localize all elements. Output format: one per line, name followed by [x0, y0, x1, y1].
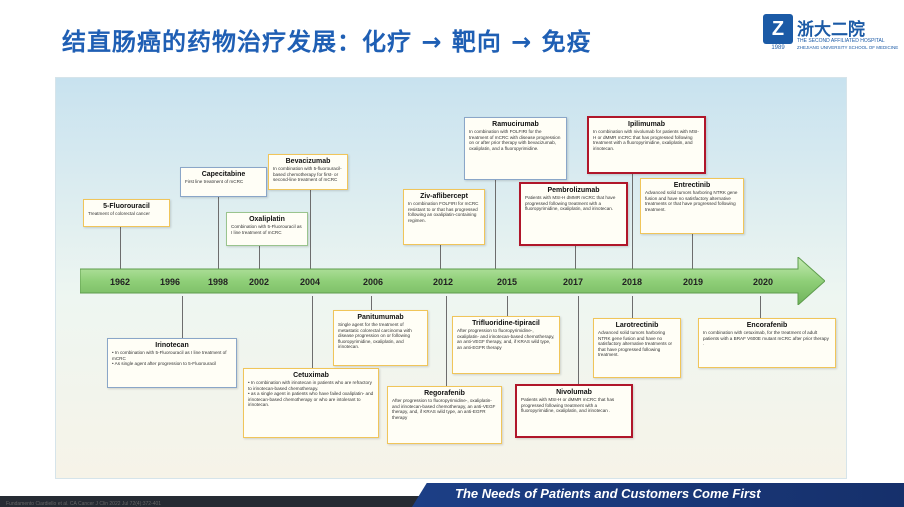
drug-description-line: As single agent after progression to 5-F… — [114, 361, 217, 367]
drug-description: Single agent for the treatment of metast… — [338, 322, 412, 350]
drug-card-panitumumab: Panitumumab Single agent for the treatme… — [333, 310, 428, 366]
drug-card-capecitabine: Capecitabine First line treatment of mCR… — [180, 167, 267, 197]
drug-description: • As single agent after progression to 5… — [112, 361, 217, 367]
timeline-arrow — [80, 257, 825, 305]
connector — [218, 196, 219, 270]
drug-name: Encorafenib — [746, 322, 788, 329]
drug-description: In combination with cetuximab, for the t… — [703, 330, 829, 347]
logo-year: 1989 — [771, 45, 785, 51]
drug-description: In combination FOLFIRI for mCRC resistan… — [408, 201, 479, 223]
drug-description: Patients with MSI-H or dMMR mCRC that ha… — [521, 397, 615, 414]
drug-card-ziv-aflibercept: Ziv-aflibercept In combination FOLFIRI f… — [403, 189, 485, 245]
year-label: 2017 — [562, 277, 584, 287]
year-label: 2018 — [621, 277, 643, 287]
year-label: 2019 — [682, 277, 704, 287]
drug-name: 5-Fluorouracil — [103, 203, 150, 210]
slide-title: 结直肠癌的药物治疗发展：化疗 → 靶向 → 免疫 — [62, 28, 592, 56]
drug-description: Advanced solid tumors harboring NTRK gen… — [598, 330, 673, 358]
drug-name: Regorafenib — [424, 390, 465, 397]
drug-card-encorafenib: Encorafenib In combination with cetuxima… — [698, 318, 836, 368]
drug-name: Oxaliplatin — [249, 216, 285, 223]
drug-description: • In combination with irinotecan in pati… — [248, 380, 372, 391]
connector — [632, 160, 633, 270]
drug-card-bevacizumab: Bevacizumab In combination with 5-fluoro… — [268, 154, 348, 190]
drug-description: Combination with 5-Fluorouracil as I lin… — [231, 224, 302, 235]
year-label: 2006 — [362, 277, 384, 287]
drug-description-line: as a single agent in patients who have f… — [248, 391, 374, 408]
drug-card-oxaliplatin: Oxaliplatin Combination with 5-Fluoroura… — [226, 212, 308, 246]
drug-name: Irinotecan — [155, 342, 189, 349]
drug-card-pembrolizumab: Pembrolizumab Patients with MSI-H dMMR m… — [519, 182, 628, 246]
logo-subtitle-school: ZHEJIANG UNIVERSITY SCHOOL OF MEDICINE — [797, 45, 899, 50]
logo-name: 浙大二院 — [797, 20, 865, 40]
drug-description: • In combination with 5-Fluorouracil as … — [112, 350, 227, 361]
connector — [760, 296, 761, 318]
drug-name: Cetuximab — [293, 372, 329, 379]
footer-strip — [0, 496, 420, 507]
year-label: 2004 — [299, 277, 321, 287]
year-label: 2020 — [752, 277, 774, 287]
drug-name: Ramucirumab — [492, 121, 539, 128]
drug-card-ipilimumab: Ipilimumab In combination with nivolumab… — [587, 116, 706, 174]
connector — [632, 296, 633, 318]
year-label: 2012 — [432, 277, 454, 287]
drug-description-line: In combination with irinotecan in patien… — [248, 380, 372, 391]
year-label: 2015 — [496, 277, 518, 287]
year-label: 1998 — [207, 277, 229, 287]
slogan-text: The Needs of Patients and Customers Come… — [455, 486, 761, 501]
drug-name: Capecitabine — [201, 171, 246, 178]
drug-name: Entrectinib — [673, 182, 711, 189]
drug-card-entrectinib: Entrectinib Advanced solid tumors harbor… — [640, 178, 744, 234]
year-label: 1996 — [159, 277, 181, 287]
drug-name: Ipilimumab — [628, 121, 665, 128]
connector — [120, 226, 121, 270]
drug-card-larotrectinib: Larotrectinib Advanced solid tumors harb… — [593, 318, 681, 378]
drug-description: First line treatment of mCRC — [185, 179, 244, 184]
connector — [310, 188, 311, 270]
drug-description: In combination with nivolumab for patien… — [593, 129, 699, 151]
drug-card-irinotecan: Irinotecan • In combination with 5-Fluor… — [107, 338, 237, 388]
logo-mark: Z — [763, 14, 793, 44]
drug-description: After progression to fluoropyrimidine-, … — [457, 328, 555, 350]
year-label: 2002 — [248, 277, 270, 287]
drug-description-line: In combination with 5-Fluorouracil as I … — [112, 350, 227, 361]
drug-description: • as a single agent in patients who have… — [248, 391, 374, 408]
logo-subtitle-en: THE SECOND AFFILIATED HOSPITAL — [797, 38, 885, 44]
drug-name: Ziv-aflibercept — [420, 193, 468, 200]
drug-description: In combination with FOLFIRI for the trea… — [469, 129, 561, 151]
drug-card-cetuximab: Cetuximab • In combination with irinotec… — [243, 368, 379, 438]
connector — [692, 234, 693, 270]
drug-description: Patients with MSI-H dMMR mCRC that have … — [525, 195, 616, 212]
drug-name: Pembrolizumab — [547, 187, 600, 194]
connector — [578, 296, 579, 384]
connector — [371, 296, 372, 310]
connector — [575, 246, 576, 270]
connector — [312, 296, 313, 368]
connector — [440, 245, 441, 270]
drug-description: Advanced solid tumors harboring NTRK gen… — [645, 190, 738, 212]
slogan-banner — [412, 483, 904, 507]
drug-name: Bevacizumab — [285, 158, 331, 165]
year-label: 1962 — [109, 277, 131, 287]
drug-description: After progression to fluoropyrimidine-, … — [392, 398, 496, 420]
drug-name: Nivolumab — [556, 389, 592, 396]
drug-card-regorafenib: Regorafenib After progression to fluorop… — [387, 386, 502, 444]
hospital-logo: Z 1989 浙大二院 THE SECOND AFFILIATED HOSPIT… — [763, 14, 898, 54]
connector — [446, 296, 447, 386]
drug-name: Larotrectinib — [615, 322, 659, 329]
drug-description: In combination with 5-fluorouracil-based… — [273, 166, 342, 183]
drug-card-trifluoridine-tipiracil: Trifluoridine-tipiracil After progressio… — [452, 316, 560, 374]
drug-name: Trifluoridine-tipiracil — [472, 320, 540, 327]
connector — [182, 296, 183, 338]
drug-description: Treatment of colorectal cancer — [88, 211, 150, 216]
connector — [495, 180, 496, 270]
connector — [259, 246, 260, 270]
drug-card-5-fluorouracil: 5-Fluorouracil Treatment of colorectal c… — [83, 199, 170, 227]
drug-card-nivolumab: Nivolumab Patients with MSI-H or dMMR mC… — [515, 384, 633, 438]
citation: Fundamento Ciardiello et al. CA Cancer J… — [6, 501, 162, 507]
drug-name: Panitumumab — [357, 314, 404, 321]
drug-card-ramucirumab: Ramucirumab In combination with FOLFIRI … — [464, 117, 567, 180]
connector — [507, 296, 508, 316]
